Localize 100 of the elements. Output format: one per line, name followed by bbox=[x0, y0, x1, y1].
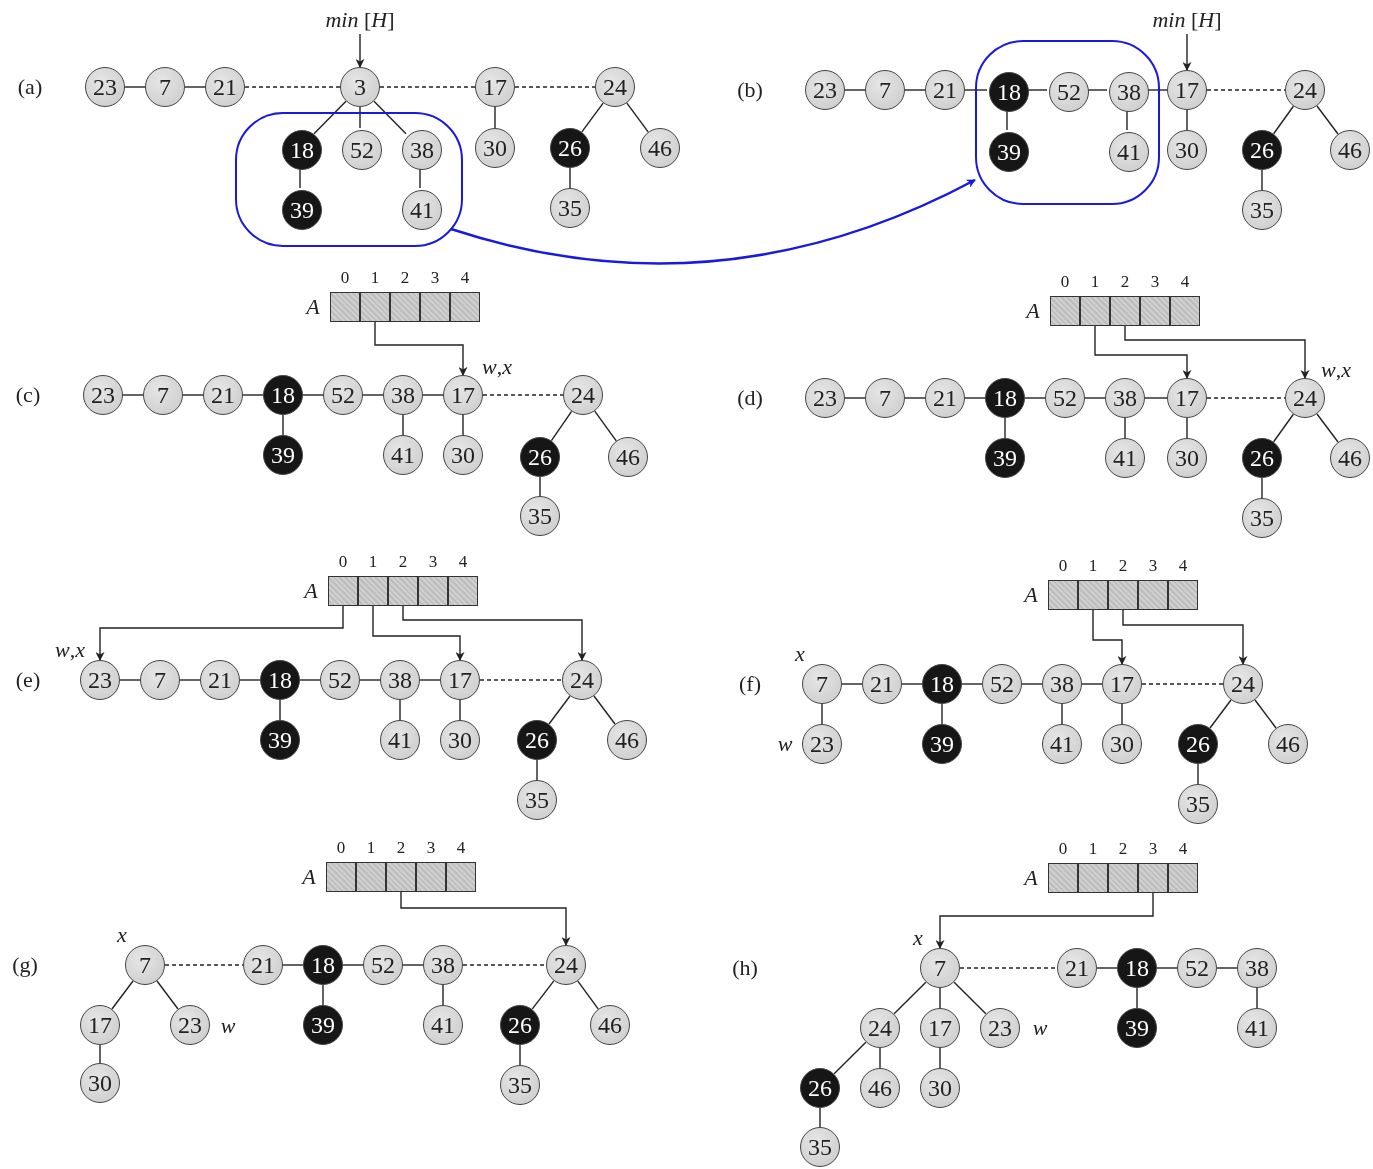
heap-node: 23 bbox=[805, 70, 845, 110]
heap-node: 17 bbox=[80, 1005, 120, 1045]
heap-node: 35 bbox=[500, 1065, 540, 1105]
connector-line bbox=[1261, 169, 1263, 191]
array-cell bbox=[1080, 296, 1110, 326]
marked-heap-node: 26 bbox=[550, 128, 590, 168]
connector-line bbox=[419, 679, 441, 681]
heap-node: 30 bbox=[475, 128, 515, 168]
marked-heap-node: 39 bbox=[989, 132, 1029, 172]
connector-line bbox=[893, 981, 927, 1015]
marked-heap-node: 18 bbox=[989, 72, 1029, 112]
heap-node: 35 bbox=[1178, 784, 1218, 824]
connector-line bbox=[1186, 417, 1188, 439]
heap-node: 46 bbox=[640, 128, 680, 168]
array-cell bbox=[328, 576, 358, 606]
pointer-label: w,x bbox=[482, 354, 512, 380]
marked-heap-node: 18 bbox=[260, 660, 300, 700]
connector-line bbox=[373, 100, 407, 135]
heap-node: 46 bbox=[590, 1005, 630, 1045]
array-name: A bbox=[306, 294, 320, 320]
heap-node: 41 bbox=[1109, 132, 1149, 172]
arrow bbox=[400, 891, 571, 946]
index-label: 3 bbox=[430, 268, 440, 288]
panel-label: (d) bbox=[737, 385, 763, 411]
heap-node: 30 bbox=[440, 720, 480, 760]
connector-line bbox=[821, 703, 823, 725]
marked-heap-node: 39 bbox=[303, 1005, 343, 1045]
marked-heap-node: 39 bbox=[263, 435, 303, 475]
pointer-label: x bbox=[913, 925, 923, 951]
heap-node: 46 bbox=[607, 720, 647, 760]
array-cell bbox=[420, 292, 450, 322]
heap-node: 21 bbox=[203, 375, 243, 415]
array-cell bbox=[388, 576, 418, 606]
array-cell bbox=[1138, 580, 1168, 610]
heap-node: 24 bbox=[1285, 378, 1325, 418]
heap-node: 24 bbox=[546, 945, 586, 985]
heap-node: 41 bbox=[1105, 438, 1145, 478]
pointer-label: min [H] bbox=[1147, 6, 1227, 34]
connector-line bbox=[1061, 703, 1063, 725]
connector-line bbox=[841, 683, 863, 685]
index-label: 0 bbox=[1060, 272, 1070, 292]
marked-heap-node: 39 bbox=[260, 720, 300, 760]
connector-line bbox=[548, 695, 571, 725]
heap-node: 38 bbox=[1109, 72, 1149, 112]
connector-line bbox=[239, 679, 261, 681]
connector-line bbox=[459, 699, 461, 721]
index-label: 1 bbox=[1088, 839, 1098, 859]
heap-node: 35 bbox=[550, 188, 590, 228]
heap-node: 41 bbox=[383, 435, 423, 475]
heap-node: 52 bbox=[1177, 948, 1217, 988]
connector-line bbox=[282, 414, 284, 436]
connector-line bbox=[1081, 683, 1103, 685]
heap-node: 17 bbox=[920, 1008, 960, 1048]
connector-line bbox=[182, 394, 204, 396]
panel-label: (a) bbox=[17, 74, 43, 100]
connector-line bbox=[904, 89, 926, 91]
connector-line bbox=[359, 679, 381, 681]
panel-label: (g) bbox=[12, 952, 38, 978]
connector-line bbox=[1316, 105, 1339, 135]
heap-node: 52 bbox=[982, 664, 1022, 704]
marked-heap-node: 18 bbox=[303, 945, 343, 985]
marked-heap-node: 18 bbox=[922, 664, 962, 704]
heap-node: 17 bbox=[1167, 378, 1207, 418]
connector-line bbox=[939, 1047, 941, 1069]
index-label: 0 bbox=[1058, 556, 1068, 576]
connector-line bbox=[494, 106, 496, 129]
connector-line bbox=[577, 980, 599, 1010]
arrow bbox=[402, 605, 587, 661]
connector-line bbox=[462, 964, 547, 966]
heap-node: 21 bbox=[925, 70, 965, 110]
connector-line bbox=[1197, 763, 1199, 785]
array-cell bbox=[1078, 580, 1108, 610]
marked-heap-node: 26 bbox=[1178, 724, 1218, 764]
connector-line bbox=[844, 89, 866, 91]
connector-line bbox=[1156, 967, 1178, 969]
connector-line bbox=[399, 699, 401, 721]
array-cell bbox=[326, 862, 356, 892]
pointer-label: x bbox=[795, 641, 805, 667]
array-cell bbox=[1168, 863, 1198, 893]
index-label: 3 bbox=[428, 552, 438, 572]
index-label: 2 bbox=[1118, 556, 1128, 576]
connector-line bbox=[964, 397, 986, 399]
connector-line bbox=[1141, 683, 1224, 685]
heap-node: 30 bbox=[80, 1063, 120, 1103]
panel-label: (h) bbox=[732, 955, 758, 981]
index-label: 3 bbox=[1150, 272, 1160, 292]
heap-node: 17 bbox=[1102, 664, 1142, 704]
arrow bbox=[355, 33, 365, 68]
marked-heap-node: 26 bbox=[1242, 438, 1282, 478]
connector-line bbox=[1272, 105, 1295, 135]
marked-heap-node: 26 bbox=[520, 437, 560, 477]
index-label: 3 bbox=[1148, 556, 1158, 576]
connector-line bbox=[961, 683, 983, 685]
panel-label: (b) bbox=[737, 77, 763, 103]
connector-line bbox=[514, 86, 596, 88]
heap-node: 7 bbox=[145, 67, 185, 107]
connector-line bbox=[179, 679, 201, 681]
array-cell bbox=[358, 576, 388, 606]
index-label: 0 bbox=[336, 838, 346, 858]
connector-line bbox=[1256, 987, 1258, 1009]
